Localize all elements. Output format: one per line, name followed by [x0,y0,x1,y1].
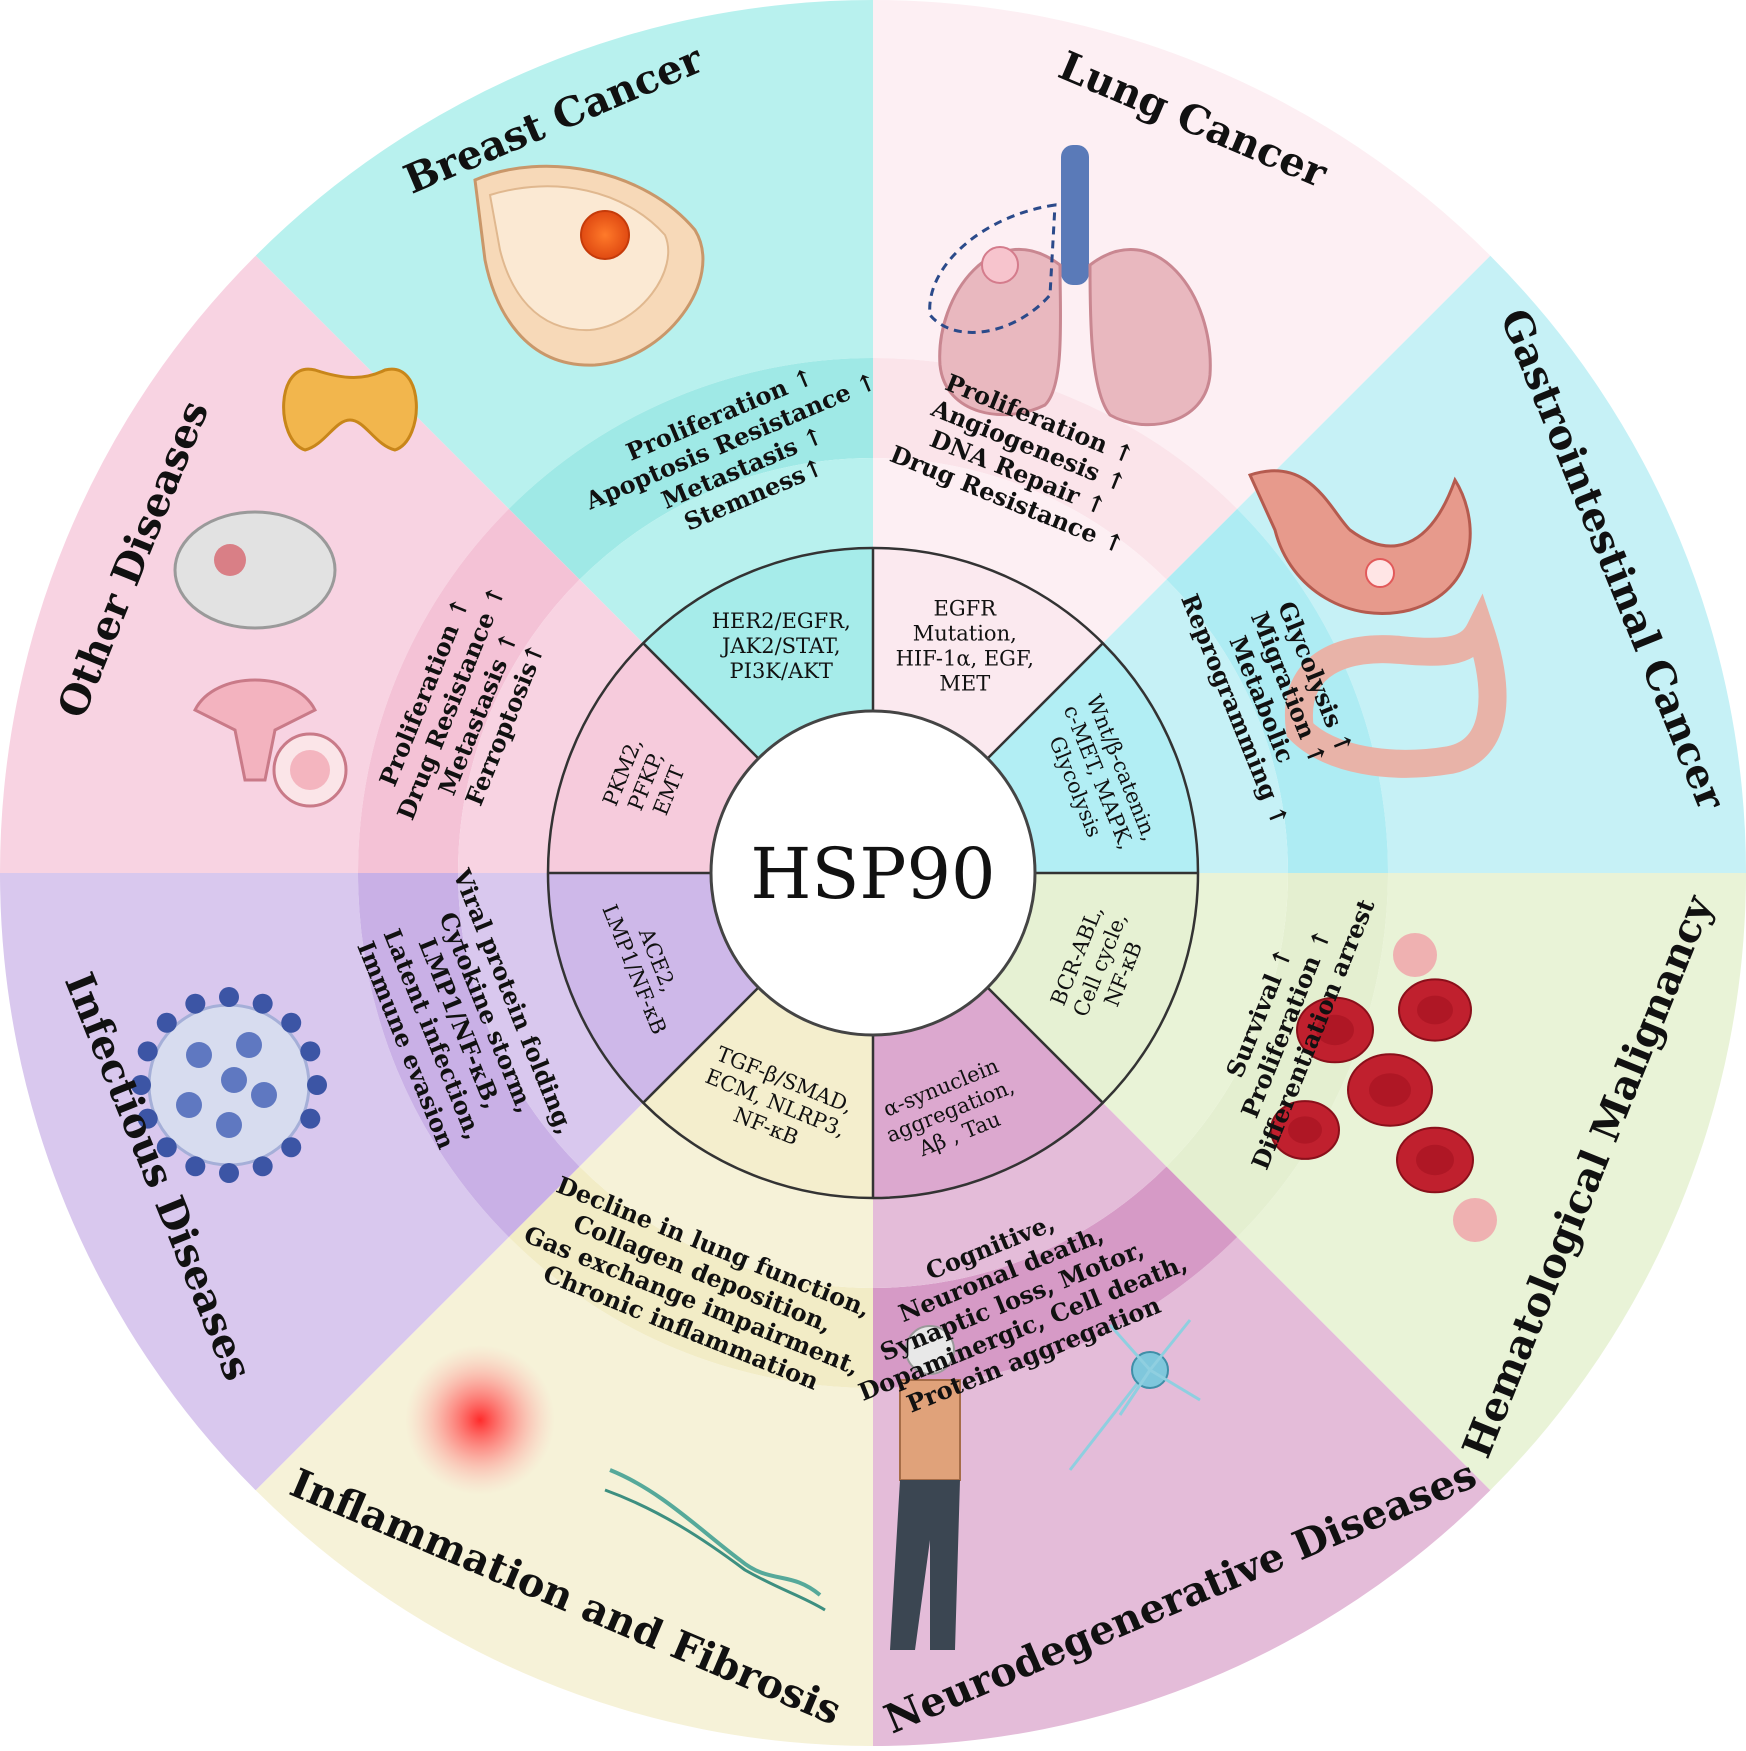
sector-gi-band [1166,508,1388,873]
lung-tumor-icon [928,145,1212,427]
sector-breast-pathway-item: HER2/EGFR, [712,609,851,633]
sector-lung-pathway-item: HIF-1α, EGF, [896,646,1034,670]
sector-breast-effects-ring [579,458,873,644]
sector-lung-effects-ring [873,458,1167,644]
sector-infect-band [358,873,580,1238]
sector-heme-effects-ring [1102,873,1288,1167]
sector-neuro-effects-ring [873,1102,1167,1288]
sector-other-band [358,508,580,873]
sector-lung-pathway-item: Mutation, [913,621,1017,645]
sector-inflam-pathway-ring [643,987,873,1198]
hub-label: HSP90 [750,833,995,915]
sector-infect-effects-ring [458,873,644,1167]
sector-gi-outer [1237,255,1746,873]
sector-other-pathways: PKM2,PFKP,EMT [598,734,690,818]
sector-infect-outer [0,873,509,1491]
sector-lung-pathway-item: MET [939,671,990,695]
sector-breast-pathway-ring [643,548,873,759]
sector-breast-pathway-item: PI3K/AKT [730,659,833,683]
thyroid-brain-uterus-icon [173,367,418,808]
sector-inflam-outer [255,1237,873,1746]
pathway-divider [986,642,1104,760]
sector-breast-band [508,358,873,580]
virus-icon [131,987,327,1183]
sector-heme-pathways: BCR-ABL,Cell cycle,NF-κB [1046,902,1147,1020]
sector-neuro-outer [873,1237,1491,1746]
sector-inflam-band [508,1166,873,1388]
stomach-colon-icon [1247,469,1507,778]
sector-infect-pathway-ring [548,873,759,1103]
sector-lung-pathway-item: EGFR [934,596,998,620]
sector-other-effects-ring [458,579,644,873]
sector-gi-pathway-ring [987,643,1198,873]
sector-breast-pathways: HER2/EGFR,JAK2/STAT,PI3K/AKT [712,609,851,683]
fibrosis-icon [405,1345,826,1612]
sector-lung-band [873,358,1238,580]
sector-gi-effects-ring [1102,579,1288,873]
sector-neuro-pathway-ring [873,987,1103,1198]
sector-inflam-effects-ring [579,1102,873,1288]
sector-neuro-band [873,1166,1238,1388]
pathway-divider [642,642,760,760]
sector-lung-pathway-ring [873,548,1103,759]
sector-other-pathway-ring [548,643,759,873]
hsp90-hub [709,709,1037,1037]
sector-breast-pathway-item: JAK2/STAT, [720,634,841,658]
sector-other-effects: Proliferation ↑Drug Resistance ↑Metastas… [373,581,550,824]
red-blood-cell-icon [1270,933,1497,1242]
elderly-neuron-icon [890,1319,1201,1650]
sector-heme-band [1166,873,1388,1238]
pathway-divider [642,986,760,1104]
breast-tumor-icon [473,164,705,367]
sector-heme-pathway-ring [987,873,1198,1103]
pathway-divider [986,986,1104,1104]
